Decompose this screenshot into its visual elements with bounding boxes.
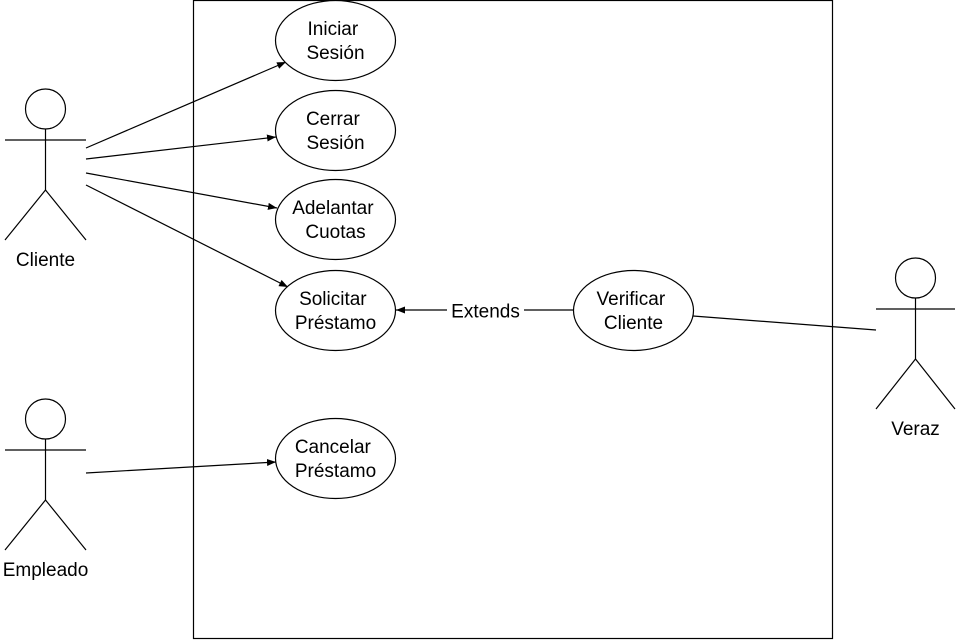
use-case-ellipse	[274, 269, 397, 352]
use-case-ellipse	[572, 269, 695, 352]
actor-empleado: Empleado	[3, 398, 89, 581]
use-case-cancelar-prestamo: Cancelar Préstamo	[274, 417, 397, 500]
use-case-verificar-cliente: Verificar Cliente	[572, 269, 695, 352]
relation-empleado-cancelar-prestamo	[85, 459, 277, 474]
use-case-label: Iniciar Sesión	[306, 19, 364, 64]
use-case-ellipse	[274, 178, 397, 261]
actor-label: Cliente	[16, 250, 75, 271]
use-case-ellipse	[274, 89, 397, 172]
use-case-label: Adelantar Cuotas	[292, 198, 379, 243]
extend-label: Extends	[447, 299, 524, 323]
relation-cliente-adelantar-cuotas	[85, 172, 278, 210]
stick-figure-icon	[875, 257, 956, 410]
use-case-label: Verificar Cliente	[597, 289, 671, 334]
use-case-label: Solicitar Préstamo	[295, 289, 376, 334]
relation-cliente-iniciar-sesion	[85, 61, 287, 149]
actor-label: Veraz	[891, 419, 940, 440]
use-case-ellipse	[274, 417, 397, 500]
relation-veraz-verificar-cliente	[692, 315, 877, 331]
relation-cliente-cerrar-sesion	[85, 134, 277, 160]
extend-label-text: Extends	[451, 302, 520, 323]
use-case-label: Cancelar Préstamo	[295, 437, 376, 482]
use-case-ellipse	[274, 0, 397, 82]
actor-cliente: Cliente	[4, 88, 87, 271]
use-case-cerrar-sesion: Cerrar Sesión	[274, 89, 397, 172]
actor-veraz: Veraz	[875, 257, 956, 440]
actor-label: Empleado	[3, 560, 89, 581]
stick-figure-icon	[4, 398, 87, 551]
relation-cliente-solicitar-prestamo	[85, 184, 289, 288]
use-case-iniciar-sesion: Iniciar Sesión	[274, 0, 397, 82]
use-case-adelantar-cuotas: Adelantar Cuotas	[274, 178, 397, 261]
use-case-label: Cerrar Sesión	[306, 109, 365, 154]
stick-figure-icon	[4, 88, 87, 241]
use-case-solicitar-prestamo: Solicitar Préstamo	[274, 269, 397, 352]
